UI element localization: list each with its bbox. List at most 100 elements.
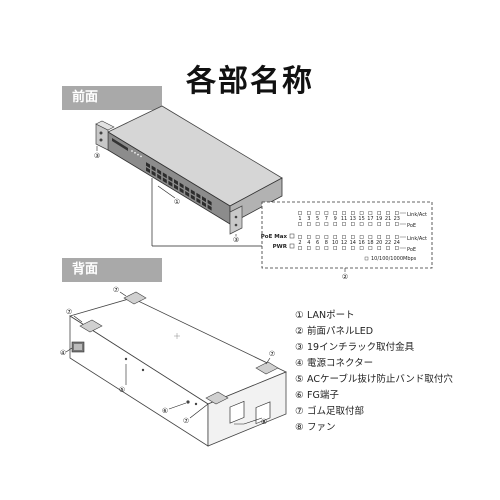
band-hole: [124, 357, 128, 361]
led-port-number-bottom: 4: [307, 240, 310, 246]
bracket-screw-hole: [99, 131, 103, 135]
lan-port: [190, 194, 195, 201]
link-act-led: [386, 211, 390, 215]
led-port-number-bottom: 12: [341, 240, 347, 246]
poe-led: [324, 222, 329, 226]
lan-port-group: [146, 162, 212, 211]
poe-led: [333, 222, 338, 226]
led-port-number-bottom: 16: [358, 240, 364, 246]
link-act-led: [386, 235, 390, 239]
lan-port: [207, 204, 212, 211]
link-act-led: [315, 211, 320, 215]
fan-left: [229, 400, 245, 424]
band-hole: [141, 368, 145, 372]
link-act-led: [351, 211, 355, 215]
poe-led: [324, 246, 329, 250]
lan-port: [202, 201, 206, 208]
poe-led: [298, 246, 302, 250]
poe-led: [368, 246, 373, 250]
led-port-number-top: 23: [394, 216, 400, 222]
link-act-led: [298, 211, 302, 215]
left-rack-bracket-top: [95, 120, 115, 131]
led-port-number-top: 7: [325, 216, 328, 222]
link-act-led: [359, 211, 364, 215]
led-port-number-top: 1: [298, 216, 301, 222]
fg-terminal: [186, 400, 190, 404]
lan-port: [162, 172, 167, 179]
led-port-number-top: 15: [358, 216, 364, 222]
lan-port: [168, 175, 173, 182]
poe-led: [315, 222, 320, 226]
link-act-led: [333, 211, 338, 215]
bracket-screw-hole: [234, 223, 238, 227]
link-act-led: [395, 211, 399, 215]
brand-logo: [112, 138, 128, 151]
led-port-number-bottom: 10: [332, 240, 338, 246]
pwr-led: [289, 243, 295, 249]
led-port-number-top: 21: [385, 216, 391, 222]
poe-led: [351, 222, 355, 226]
callout-rack-bracket-left: ③: [94, 152, 100, 160]
lan-port: [174, 179, 178, 186]
power-connector-socket: [74, 344, 82, 350]
led-port-number-bottom: 20: [376, 240, 382, 246]
lan-port: [146, 162, 150, 169]
led-port-number-top: 11: [341, 216, 347, 222]
fg-screw: [194, 402, 198, 406]
poe-led: [315, 246, 320, 250]
callout-lan-port: ①: [174, 198, 180, 206]
leader-line: [189, 403, 209, 419]
rubber-foot-pad: [255, 361, 279, 375]
poe-led: [377, 222, 382, 226]
lan-port: [196, 192, 201, 199]
lan-port: [168, 180, 173, 187]
poe-led: [368, 222, 373, 226]
link-act-label-top: Link/Act: [407, 212, 427, 218]
lan-port: [179, 187, 184, 194]
callout-rubber-foot-2: ⑦: [113, 286, 119, 294]
poe-max-label: PoE Max: [261, 234, 288, 240]
poe-led: [395, 222, 399, 226]
callout-fan: ⑧: [261, 418, 267, 426]
led-port-number-top: 3: [307, 216, 310, 222]
led-port-number-bottom: 2: [298, 240, 301, 246]
pwr-label: PWR: [273, 244, 288, 250]
led-port-number-top: 13: [350, 216, 356, 222]
led-port-number-bottom: 6: [316, 240, 319, 246]
link-act-led: [368, 211, 373, 215]
led-port-number-top: 17: [367, 216, 373, 222]
poe-led: [351, 246, 355, 250]
link-act-led: [307, 211, 311, 215]
leader-line: [65, 347, 73, 353]
front-led: [131, 150, 133, 152]
poe-label-top: PoE: [407, 223, 416, 229]
poe-led: [386, 246, 390, 250]
link-act-led: [324, 235, 329, 239]
leader-line: [234, 417, 263, 425]
link-act-led: [395, 235, 399, 239]
link-act-led: [351, 235, 355, 239]
lan-port: [151, 170, 156, 177]
link-act-led: [307, 235, 311, 239]
lan-port: [185, 190, 190, 197]
callout-rubber-foot-3: ⑦: [269, 350, 275, 358]
bracket-screw-hole: [99, 138, 103, 142]
speed-led-symbol: [364, 256, 369, 261]
lan-port: [157, 173, 162, 180]
link-act-led: [359, 235, 364, 239]
led-port-number-top: 5: [316, 216, 319, 222]
link-act-led: [324, 211, 329, 215]
lan-port: [151, 165, 156, 172]
poe-led: [386, 222, 390, 226]
rubber-foot-pad: [123, 291, 147, 305]
legend-label: FG端子: [307, 390, 339, 401]
rear-section-label: 背面: [62, 258, 162, 282]
legend-label: 電源コネクター: [307, 358, 374, 369]
poe-max-led: [289, 233, 295, 239]
